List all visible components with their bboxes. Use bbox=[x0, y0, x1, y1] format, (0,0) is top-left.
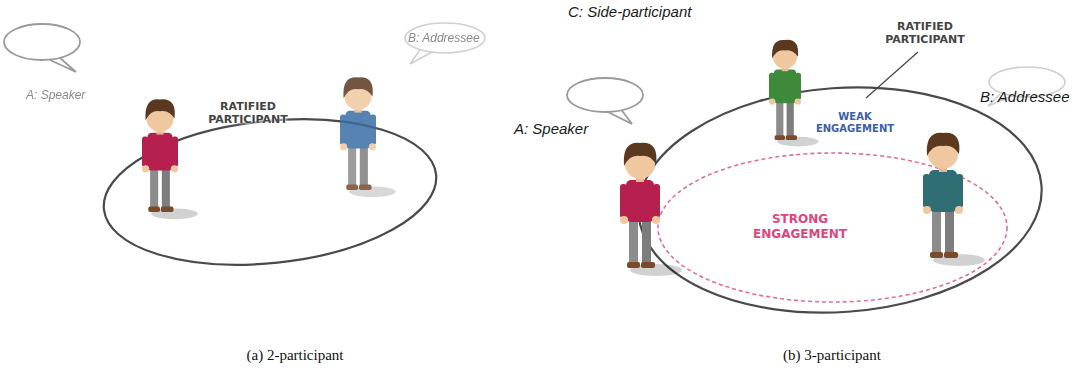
speech-bubble bbox=[405, 23, 485, 64]
ellipse-shape bbox=[658, 153, 1007, 302]
participant-label: A: Speaker bbox=[514, 120, 588, 137]
ellipse-shape bbox=[96, 104, 443, 280]
participation-ellipse: STRONG ENGAGEMENT bbox=[655, 150, 1010, 305]
participant-label: B: Addressee bbox=[980, 88, 1070, 105]
ellipse-label: RATIFIED PARTICIPANT bbox=[880, 20, 970, 46]
ellipse-label: RATIFIED PARTICIPANT bbox=[203, 100, 293, 126]
ellipse-label: STRONG ENGAGEMENT bbox=[750, 212, 850, 242]
panel-caption: (b) 3-participant bbox=[732, 347, 932, 364]
speaker-figure bbox=[142, 99, 198, 219]
speech-bubble bbox=[4, 24, 80, 72]
engagement-label: WEAK ENGAGEMENT bbox=[815, 111, 895, 135]
speech-bubble bbox=[567, 78, 643, 124]
participant-label: C: Side-participant bbox=[568, 3, 691, 20]
ellipse-shape bbox=[631, 74, 1050, 326]
participant-label: B: Addressee bbox=[408, 31, 480, 45]
participant-label: A: Speaker bbox=[26, 88, 85, 102]
addressee-figure bbox=[923, 133, 985, 266]
side-participant-figure bbox=[769, 40, 819, 147]
panel-caption: (a) 2-participant bbox=[195, 347, 395, 364]
addressee-figure bbox=[340, 77, 396, 197]
speaker-figure bbox=[620, 143, 682, 276]
